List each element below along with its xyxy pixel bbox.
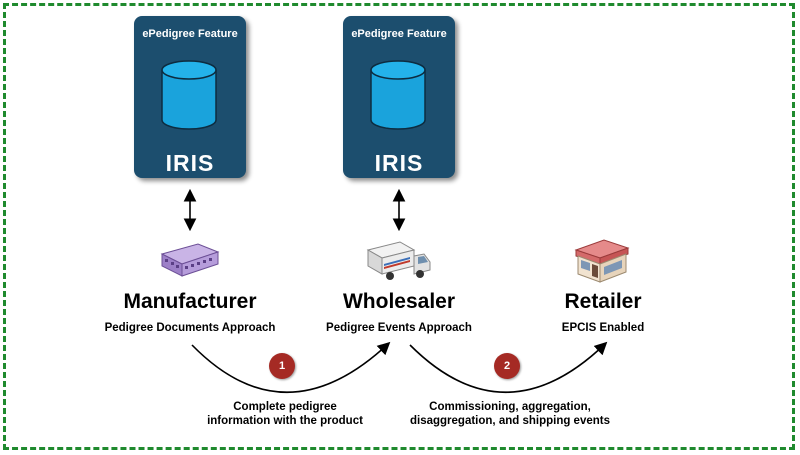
step-badge-1: 1 (269, 353, 295, 379)
iris-box-manufacturer: ePedigree Feature IRIS (134, 16, 246, 178)
flow-arrow-2 (409, 341, 608, 394)
step-note-line: Complete pedigree (233, 401, 337, 413)
actor-retailer: Retailer EPCIS Enabled (488, 290, 718, 334)
database-icon (161, 60, 217, 130)
step-note-2: Commissioning, aggregation, disaggregati… (400, 400, 620, 428)
dashed-border (3, 3, 795, 450)
flow-arrow-1 (191, 341, 391, 394)
factory-icon (160, 243, 220, 277)
iris-label: IRIS (165, 150, 215, 176)
feature-label: ePedigree Feature (142, 28, 238, 40)
iris-label: IRIS (374, 150, 424, 176)
database-icon (370, 60, 426, 130)
step-note-1: Complete pedigree information with the p… (180, 400, 390, 428)
actor-title: Manufacturer (123, 290, 257, 313)
step-note-line: Commissioning, aggregation, (429, 401, 591, 413)
step-badge-2: 2 (494, 353, 520, 379)
feature-label: ePedigree Feature (351, 28, 447, 40)
actor-approach: Pedigree Documents Approach (104, 322, 276, 334)
actor-wholesaler: Wholesaler Pedigree Events Approach (284, 290, 514, 334)
actor-manufacturer: Manufacturer Pedigree Documents Approach (75, 290, 305, 334)
truck-icon (366, 241, 431, 280)
iris-box-wholesaler: ePedigree Feature IRIS (343, 16, 455, 178)
actor-approach: EPCIS Enabled (561, 322, 645, 334)
actor-title: Retailer (564, 290, 642, 313)
actor-title: Wholesaler (342, 290, 456, 313)
step-note-line: disaggregation, and shipping events (410, 415, 610, 427)
step-note-line: information with the product (207, 415, 363, 427)
store-icon (574, 239, 630, 283)
actor-approach: Pedigree Events Approach (326, 322, 472, 334)
